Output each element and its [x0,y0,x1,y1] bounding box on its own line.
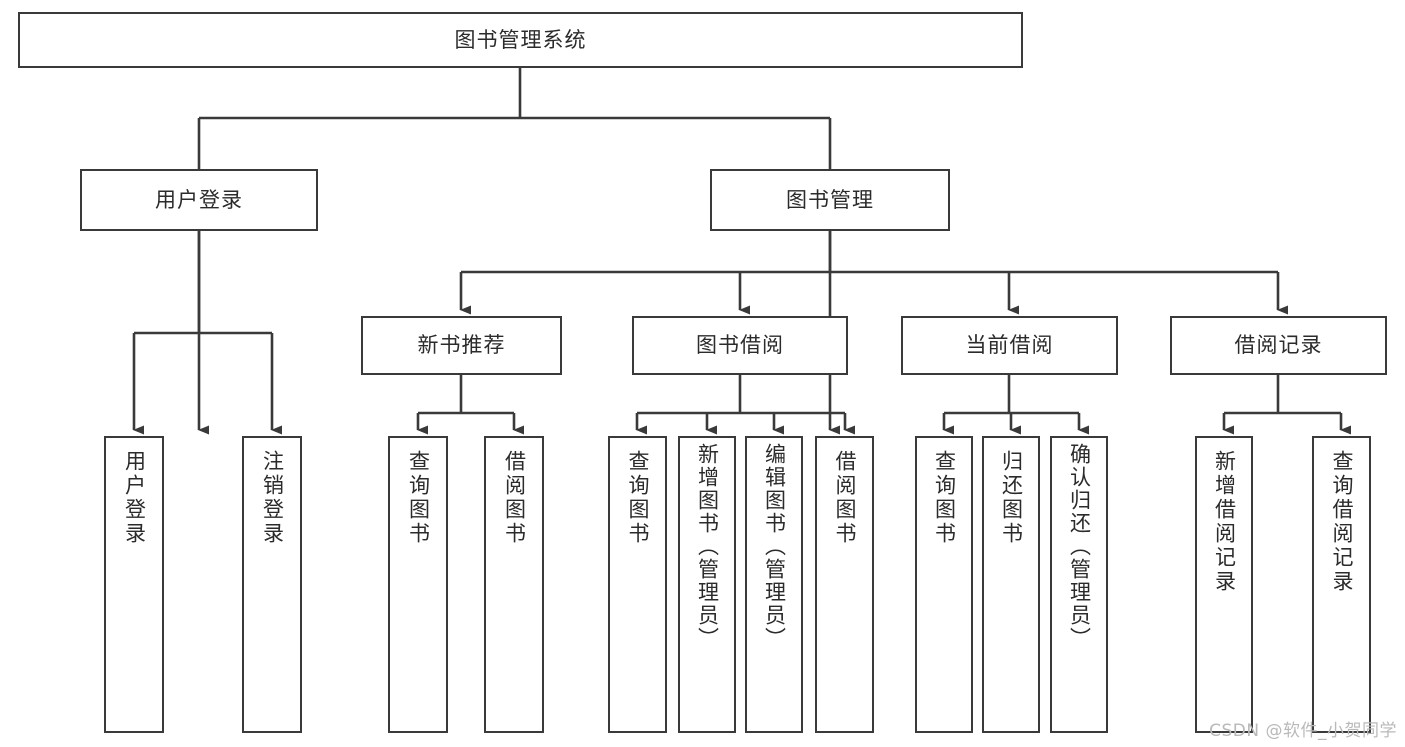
node-leaf-confirm-return-label: 确认归还（管理员） [1067,443,1092,650]
node-leaf-query-book-rec-label: 查询图书 [406,450,431,546]
node-book-manage-label: 图书管理 [786,187,874,212]
node-leaf-return-book[interactable]: 归还图书 [982,436,1040,733]
node-leaf-borrow-book-label: 借阅图书 [833,450,857,546]
node-leaf-user-login-label: 用户登录 [122,450,147,546]
node-current-borrow[interactable]: 当前借阅 [901,316,1118,375]
node-borrow-record[interactable]: 借阅记录 [1170,316,1387,375]
node-leaf-edit-book-label: 编辑图书（管理员） [762,443,787,650]
node-borrow-record-label: 借阅记录 [1234,333,1323,358]
node-root[interactable]: 图书管理系统 [18,12,1023,68]
node-leaf-query-record-label: 查询借阅记录 [1330,450,1354,594]
node-leaf-logout-label: 注销登录 [260,450,285,546]
node-leaf-query-book-rec[interactable]: 查询图书 [388,436,448,733]
node-book-borrow[interactable]: 图书借阅 [632,316,848,375]
node-user-login-label: 用户登录 [155,187,243,212]
node-current-borrow-label: 当前借阅 [965,333,1054,358]
node-user-login[interactable]: 用户登录 [80,169,318,231]
node-book-borrow-label: 图书借阅 [696,333,784,358]
node-leaf-borrow-book-rec-label: 借阅图书 [502,450,527,546]
node-leaf-add-record[interactable]: 新增借阅记录 [1195,436,1253,733]
node-leaf-query-book-cur[interactable]: 查询图书 [915,436,973,733]
node-root-label: 图书管理系统 [454,27,587,52]
node-leaf-add-record-label: 新增借阅记录 [1212,450,1237,594]
node-leaf-query-book-cur-label: 查询图书 [932,450,957,546]
node-leaf-confirm-return[interactable]: 确认归还（管理员） [1050,436,1108,733]
node-leaf-logout[interactable]: 注销登录 [242,436,302,733]
node-leaf-query-record[interactable]: 查询借阅记录 [1312,436,1371,733]
node-leaf-return-book-label: 归还图书 [999,450,1024,546]
watermark-text: CSDN @软件_小贺同学 [1209,721,1397,741]
node-leaf-user-login[interactable]: 用户登录 [104,436,164,733]
node-leaf-borrow-book-rec[interactable]: 借阅图书 [484,436,544,733]
node-leaf-query-book-borrow-label: 查询图书 [626,450,650,546]
node-new-book-recommend-label: 新书推荐 [417,333,506,358]
node-leaf-borrow-book[interactable]: 借阅图书 [815,436,874,733]
node-book-manage[interactable]: 图书管理 [710,169,950,231]
node-leaf-query-book-borrow[interactable]: 查询图书 [608,436,667,733]
node-new-book-recommend[interactable]: 新书推荐 [361,316,562,375]
node-leaf-add-book-label: 新增图书（管理员） [695,443,720,650]
node-leaf-edit-book[interactable]: 编辑图书（管理员） [745,436,803,733]
node-leaf-add-book[interactable]: 新增图书（管理员） [678,436,736,733]
